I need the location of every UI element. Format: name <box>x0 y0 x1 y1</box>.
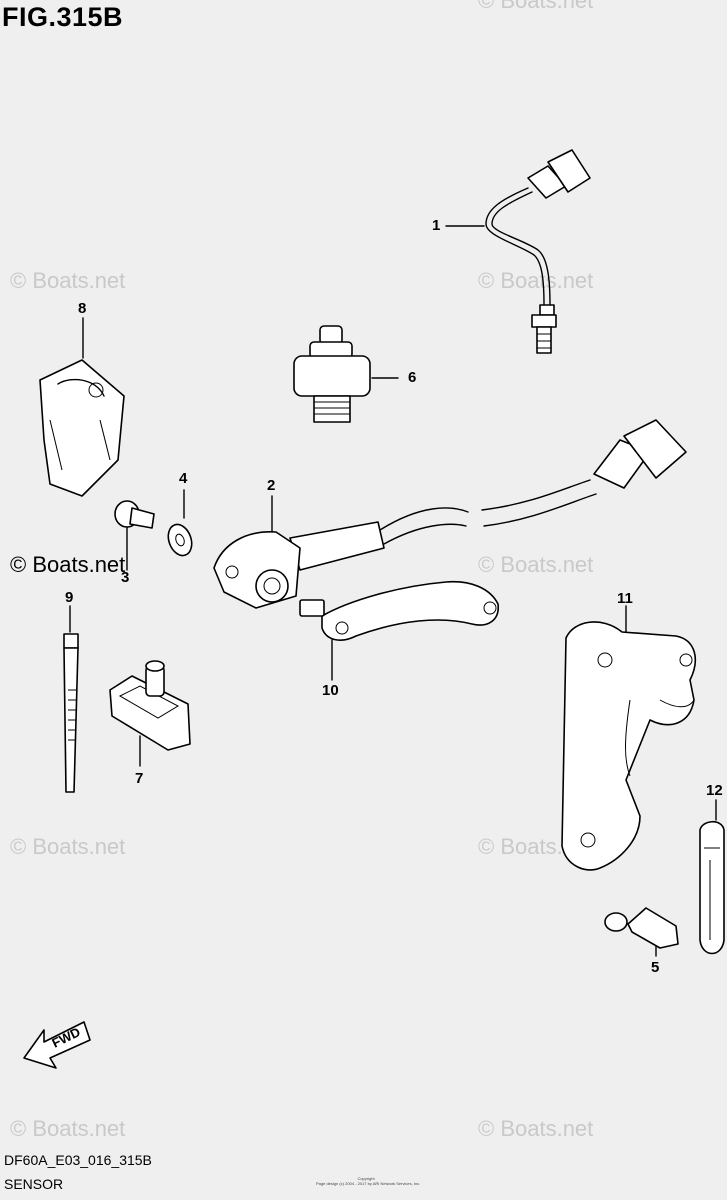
part-5-bolt <box>604 907 679 957</box>
watermark: © Boats.net <box>10 552 126 577</box>
figure-title: FIG.315B <box>2 2 124 32</box>
callout-4: 4 <box>179 470 188 487</box>
copyright-line-1: Copyright <box>357 1176 375 1181</box>
figure-caption: SENSOR <box>4 1176 64 1192</box>
callout-12: 12 <box>706 782 723 799</box>
part-10-sensor-bracket <box>299 580 499 681</box>
watermark: © Boats.net <box>478 0 594 13</box>
part-2-position-sensor <box>213 419 687 609</box>
fwd-arrow: FWD <box>23 1021 91 1069</box>
watermark: © Boats.net <box>10 834 126 859</box>
watermark: © Boats.net <box>478 268 594 293</box>
part-7-clamp <box>109 660 191 767</box>
watermark: © Boats.net <box>10 268 126 293</box>
part-6-pressure-switch <box>293 325 399 423</box>
part-1-sensor-harness <box>445 149 591 354</box>
figure-code: DF60A_E03_016_315B <box>4 1152 152 1168</box>
part-12-strap <box>699 799 725 955</box>
callout-9: 9 <box>65 589 74 606</box>
watermark: © Boats.net <box>478 552 594 577</box>
copyright-line-2: Page design (c) 2004 - 2017 by ARI Netwo… <box>316 1181 421 1186</box>
part-8-rubber-boot <box>39 317 125 497</box>
callout-11: 11 <box>617 590 633 607</box>
watermark: © Boats.net <box>478 1116 594 1141</box>
callout-6: 6 <box>408 369 417 386</box>
callout-5: 5 <box>651 959 660 976</box>
watermark: © Boats.net <box>10 1116 126 1141</box>
part-11-mounting-bracket <box>561 605 697 871</box>
callout-2: 2 <box>267 477 276 494</box>
callout-8: 8 <box>78 300 87 317</box>
callout-3: 3 <box>121 569 130 586</box>
callout-7: 7 <box>135 770 144 787</box>
part-3-bolt <box>114 500 155 571</box>
callout-10: 10 <box>322 682 339 699</box>
callout-1: 1 <box>432 217 441 234</box>
part-9-cable-tie <box>63 605 79 793</box>
part-4-washer <box>167 489 193 557</box>
